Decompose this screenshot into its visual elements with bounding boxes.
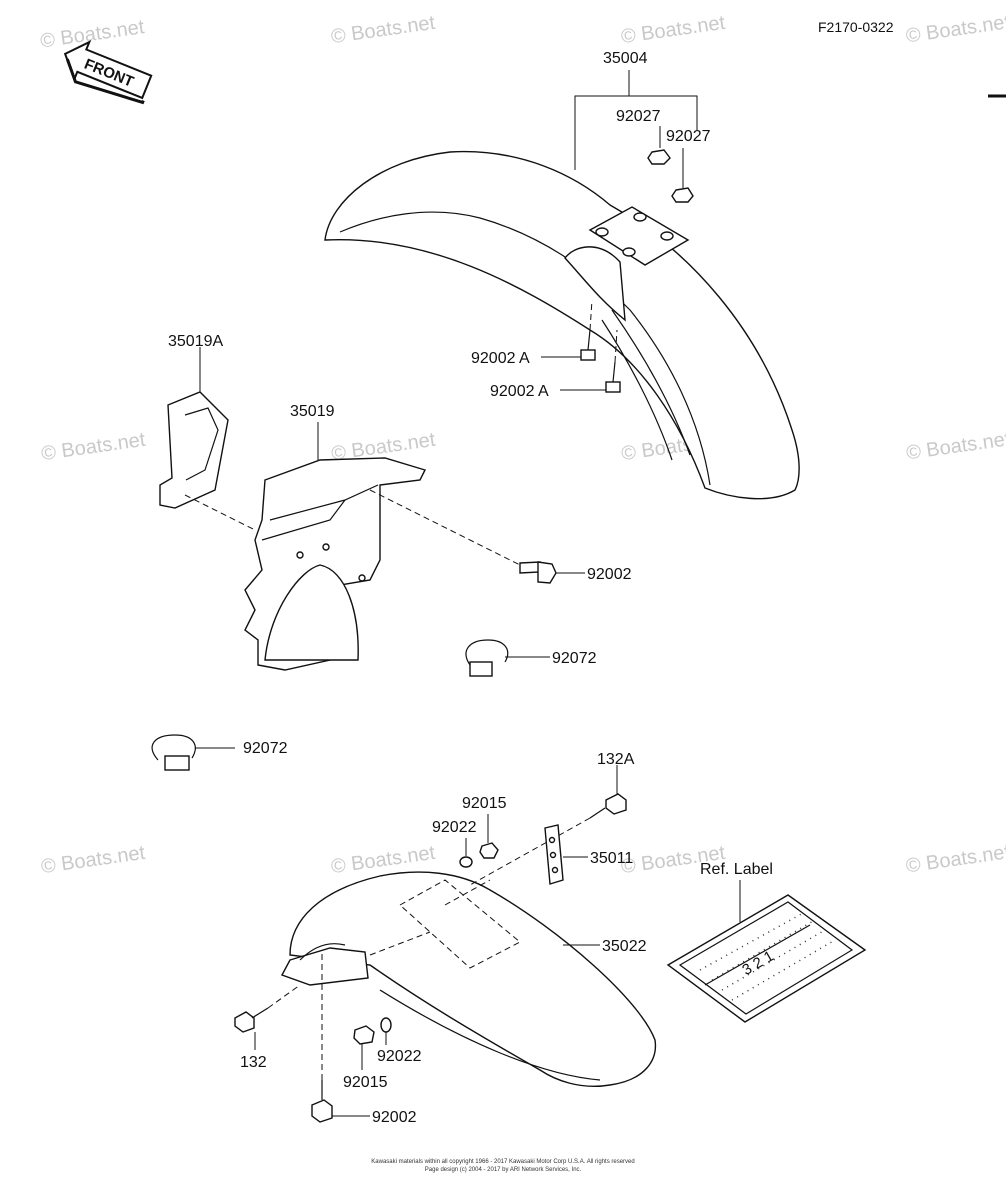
part-label-92022: 92022 [377,1048,422,1065]
nut-icon [353,1025,375,1045]
front-fender [324,70,800,500]
footer-design: Page design (c) 2004 - 2017 by ARI Netwo… [425,1167,582,1173]
bolt-icon [311,950,333,1123]
part-label-92015: 92015 [462,795,507,812]
plate-35011 [544,824,564,885]
part-label-92072: 92072 [243,740,288,757]
bracket-35019a [159,347,256,531]
clamp-icon [465,639,509,677]
part-label-92002: 92002 [587,566,632,583]
part-label-35022: 35022 [602,938,647,955]
watermark: © Boats.net [39,16,146,52]
part-label-92002: 92002 [372,1109,417,1126]
part-label-92002a: 92002 A [471,350,530,367]
watermark: © Boats.net [330,12,437,48]
part-label-35019: 35019 [290,403,335,420]
part-label-35011: 35011 [590,850,633,867]
part-label-132: 132 [240,1054,267,1071]
ref-label-caption: Ref. Label [700,861,773,878]
part-label-132a: 132A [597,751,635,768]
clamp-icon [151,734,196,771]
part-label-92027: 92027 [616,108,661,125]
bolt-icon [469,793,627,886]
part-label-35019a: 35019A [168,333,223,350]
diagram-code: F2170-0322 [818,19,894,35]
footer-copyright: Kawasaki materials within all copyright … [371,1159,634,1165]
washer-icon [459,856,473,868]
bolt-icon [234,984,301,1033]
reference-label: 3 2 1 [666,880,867,1023]
rear-fender [281,871,657,1087]
bolt-icon [605,329,621,393]
watermark: © Boats.net [40,429,147,465]
part-label-92072: 92072 [552,650,597,667]
watermark: © Boats.net [905,841,1006,877]
part-label-35004: 35004 [603,50,648,67]
nut-icon [479,842,499,859]
part-label-92022: 92022 [432,819,477,836]
part-label-92027: 92027 [666,128,711,145]
bolt-icon [519,561,557,584]
watermark: © Boats.net [905,428,1006,464]
washer-icon [380,1017,392,1033]
part-label-92002a: 92002 A [490,383,549,400]
watermark: © Boats.net [620,12,727,48]
inner-fender [244,422,521,671]
watermark: © Boats.net [40,842,147,878]
part-label-92015: 92015 [343,1074,388,1091]
bolt-icon [580,299,596,361]
watermark: © Boats.net [905,11,1006,47]
